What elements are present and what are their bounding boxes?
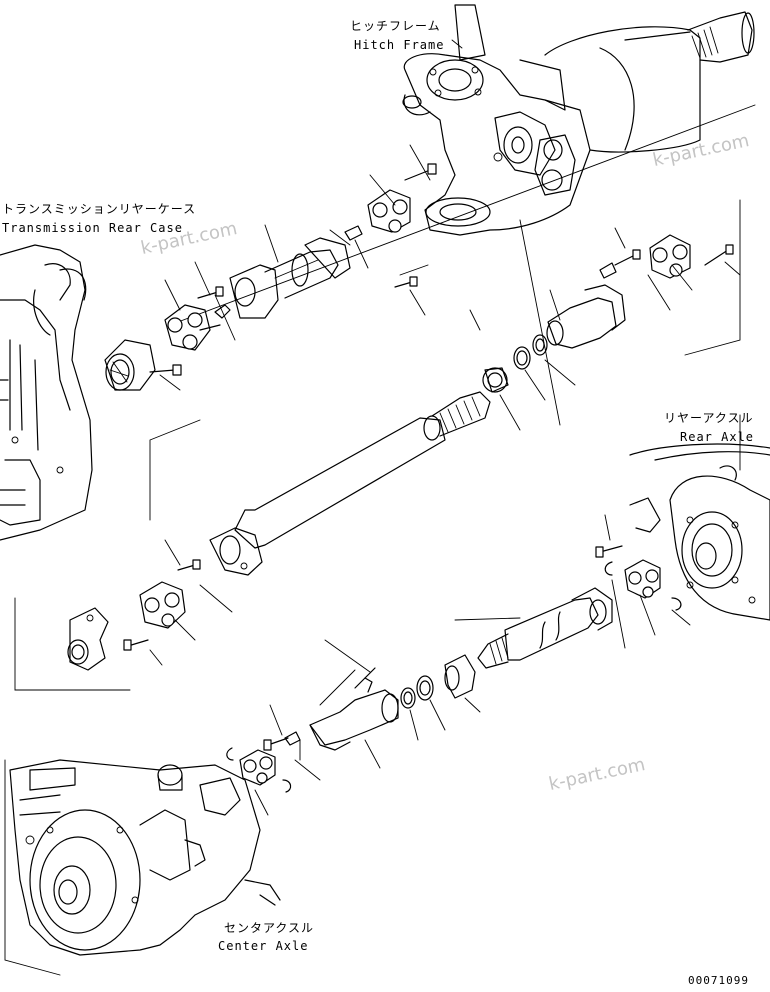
rear-axle-label-jp: リヤーアクスル xyxy=(664,411,754,425)
spider-bearing-rear xyxy=(624,559,661,599)
seal-ring-lower xyxy=(416,675,434,701)
snap-ring-lower xyxy=(400,687,416,709)
snap-ring xyxy=(226,747,292,793)
dust-seal-upper xyxy=(482,367,509,393)
companion-flange-center xyxy=(67,607,109,671)
drawing-number: 00071099 xyxy=(688,974,749,987)
center-axle-housing xyxy=(9,759,281,956)
hitch-frame-label-jp: ヒッチフレーム xyxy=(350,19,441,33)
bolt xyxy=(704,244,734,266)
bolt xyxy=(177,559,201,571)
spider-bearing-hitch xyxy=(367,189,411,233)
center-axle-label-jp: センタアクスル xyxy=(224,921,315,935)
transmission-output-flange xyxy=(104,339,156,391)
bolt xyxy=(123,639,149,651)
axis-line-yoke xyxy=(519,219,561,426)
bolt xyxy=(197,286,224,299)
sleeve-yoke-upper xyxy=(546,284,626,349)
seal-ring-upper xyxy=(513,346,531,370)
bolt xyxy=(394,276,418,288)
spider-bearing-upper-left xyxy=(164,304,221,351)
spider-bearing-upper-right xyxy=(649,234,691,279)
sleeve-yoke-lower xyxy=(309,667,399,751)
spider-bearing-center xyxy=(239,749,276,786)
hitch-frame-leader xyxy=(451,39,463,49)
leader-lines xyxy=(149,144,741,816)
center-axle-label-en: Center Axle xyxy=(218,939,309,953)
transmission-rear-case-label-jp: トランスミッションリヤーケース xyxy=(2,202,197,216)
long-drive-shaft xyxy=(209,391,491,576)
bolt xyxy=(595,545,623,558)
rear-axle-label-en: Rear Axle xyxy=(680,430,755,444)
front-drive-shaft-short xyxy=(229,237,351,319)
axis-line-top xyxy=(169,104,756,326)
snap-ring xyxy=(604,561,682,611)
rear-drive-shaft xyxy=(477,587,613,669)
transmission-rear-case xyxy=(0,244,93,541)
bolt xyxy=(149,364,182,376)
section-frame-lines xyxy=(4,199,741,976)
spider-bearing-lower-left xyxy=(139,581,186,629)
transmission-rear-case-label-en: Transmission Rear Case xyxy=(2,221,183,235)
hitch-frame-label-en: Hitch Frame xyxy=(354,38,445,52)
grease-fitting xyxy=(344,225,363,241)
dust-seal-lower xyxy=(444,654,476,699)
grease-fitting xyxy=(214,304,231,319)
hitch-frame-housing xyxy=(402,4,755,236)
bolt xyxy=(404,163,437,181)
grease-fitting xyxy=(599,262,617,279)
rear-axle-housing xyxy=(629,443,770,621)
bolt xyxy=(614,249,641,266)
snap-ring-upper xyxy=(532,334,548,356)
bolt xyxy=(263,737,289,751)
